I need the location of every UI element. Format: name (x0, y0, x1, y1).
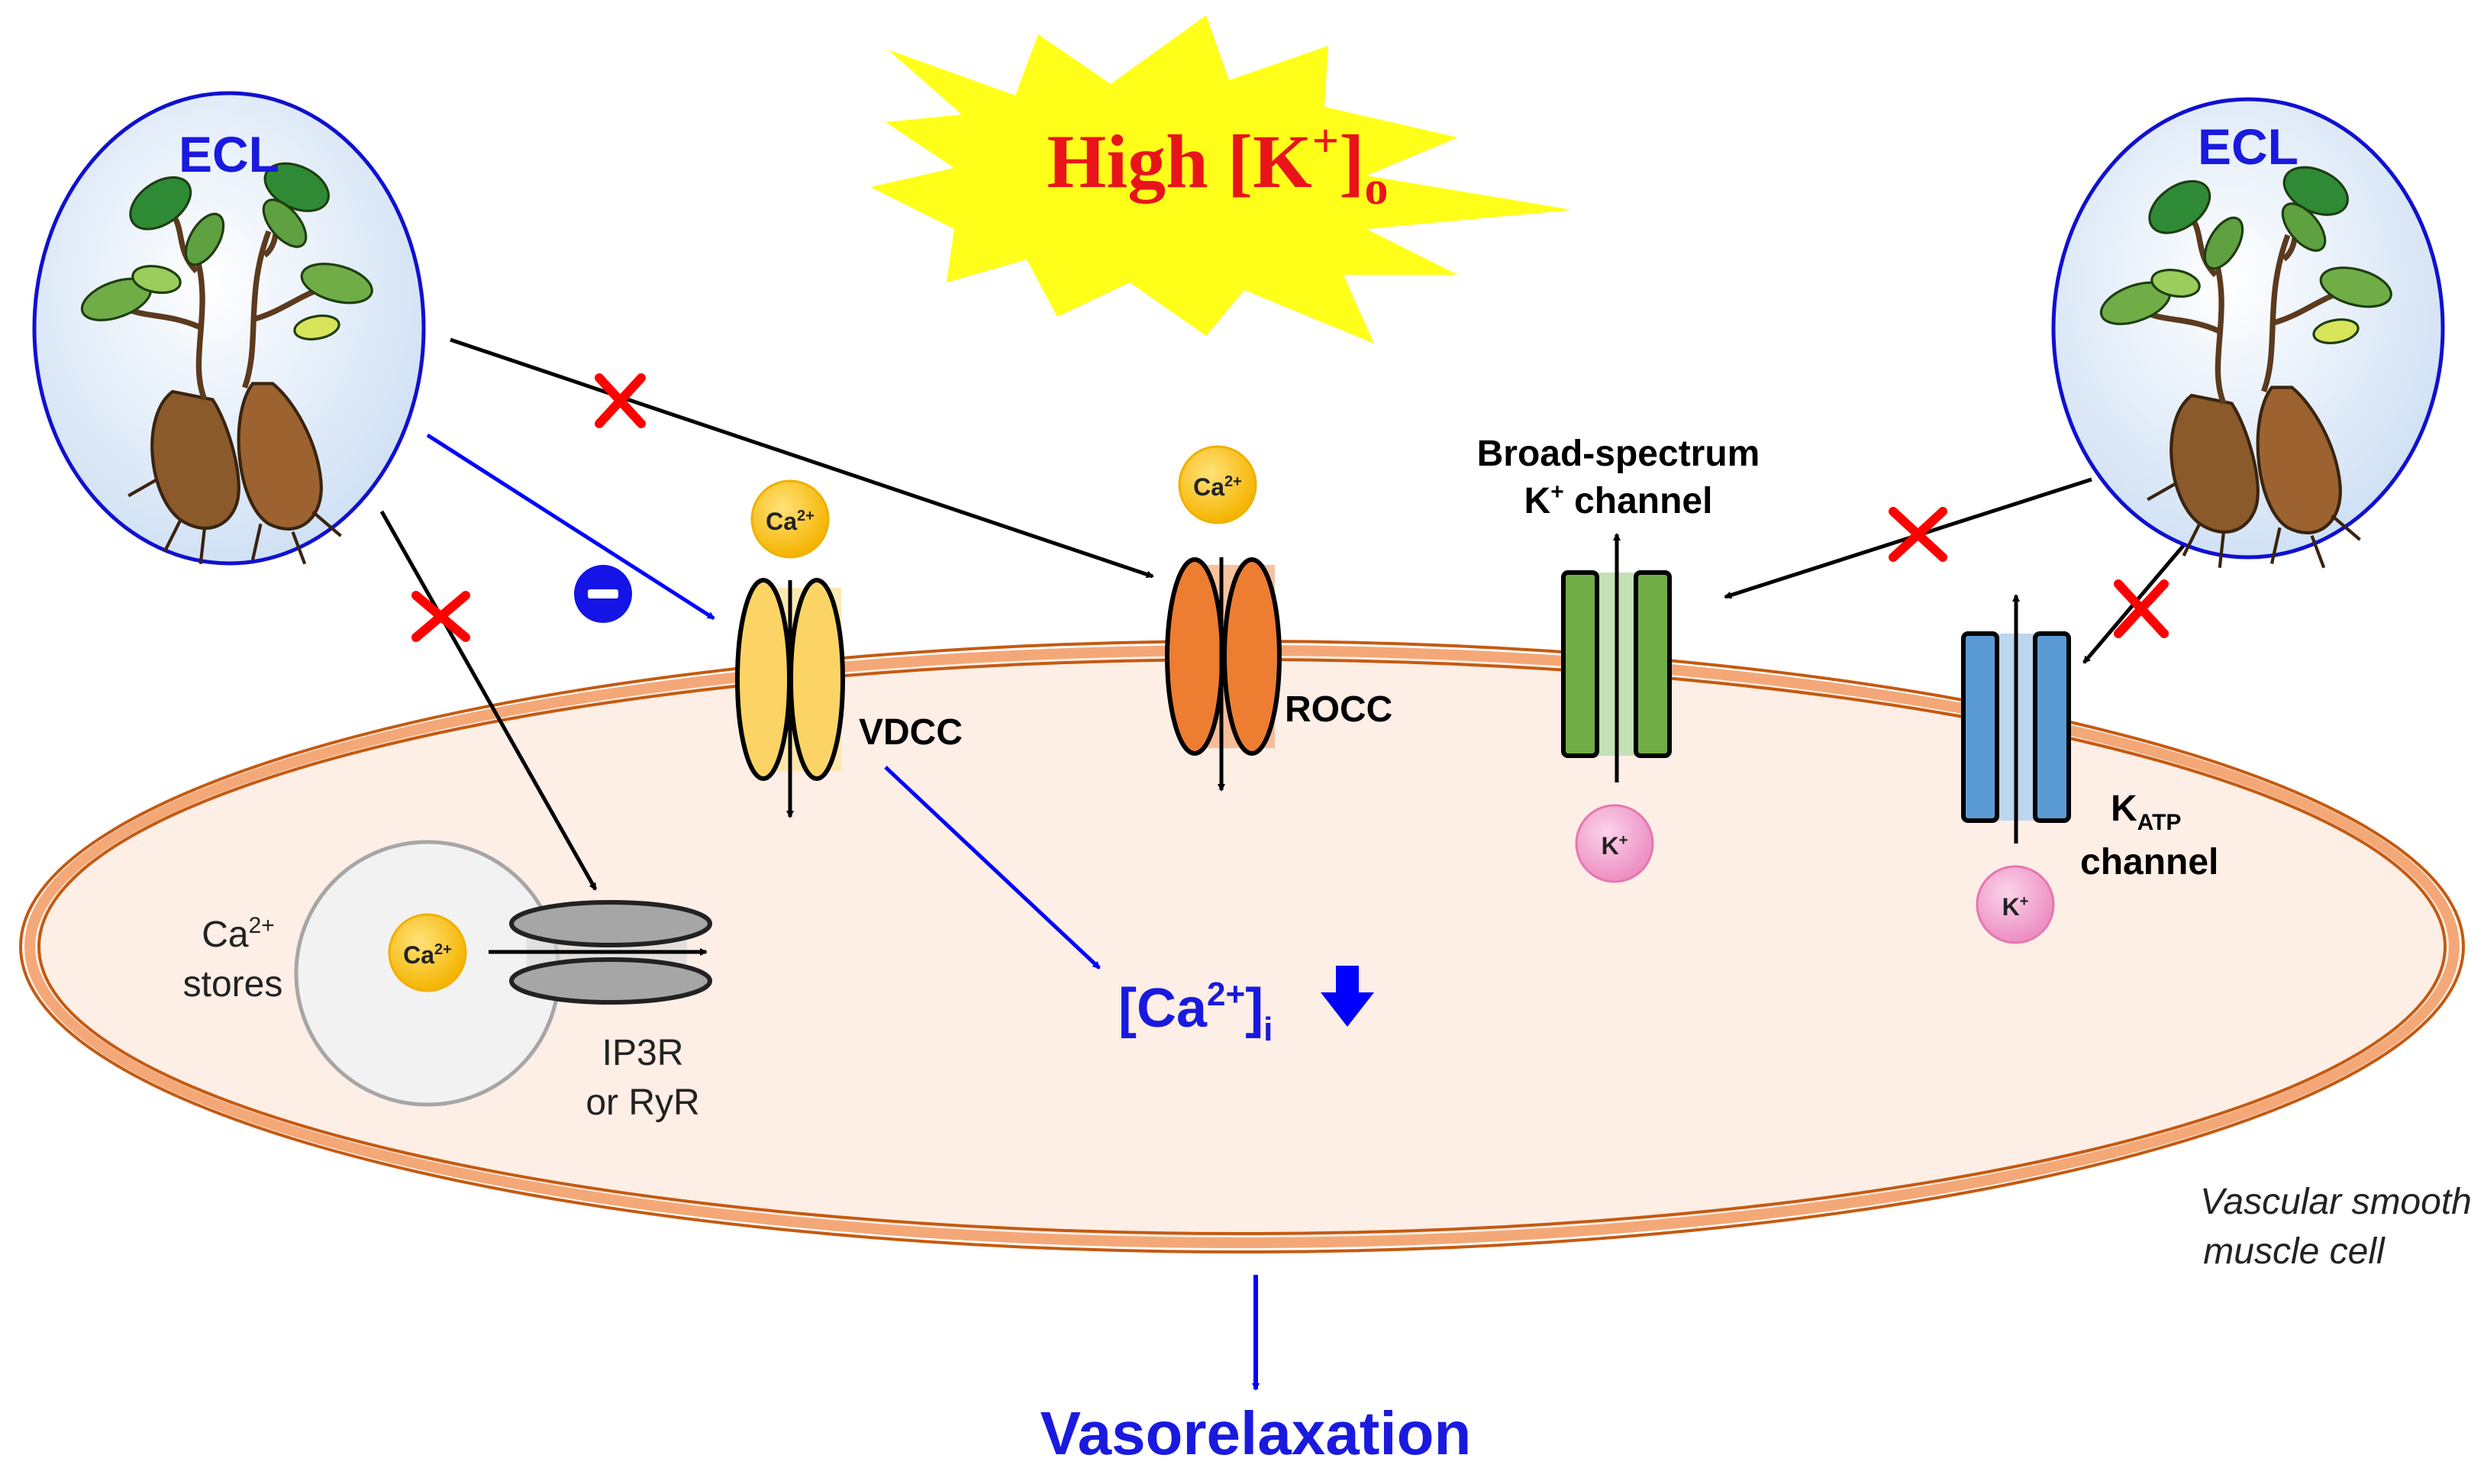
high-k-burst: High [K+]o (870, 15, 1573, 344)
vdcc-label: VDCC (859, 712, 963, 753)
svg-text:Ca2+: Ca2+ (766, 508, 815, 535)
broad-k-label: Broad-spectrum (1477, 434, 1760, 474)
svg-text:Ca2+: Ca2+ (1193, 473, 1242, 501)
down-arrow-icon (1321, 966, 1374, 1027)
svg-text:K+: K+ (2002, 893, 2029, 921)
k-ion-katp: K+ (1976, 865, 2055, 944)
arrow-ecl-to-vdcc (426, 433, 715, 621)
intracellular-calcium-label: [Ca2+]i (1118, 976, 1273, 1048)
svg-text:K+: K+ (1602, 832, 1628, 860)
ecl-left: ECL (32, 91, 426, 564)
broad-k-label-line2: K+ channel (1524, 479, 1713, 521)
k-ion-broad: K+ (1575, 804, 1654, 883)
ca-ion-vdcc: Ca2+ (750, 479, 830, 559)
arrow-vdcc-to-cai (884, 766, 1101, 969)
broad-spectrum-k-channel: Broad-spectrum K+ channel (1477, 434, 1760, 782)
receptor-label: IP3R (602, 1033, 684, 1073)
vdcc-channel: VDCC (735, 578, 963, 818)
katp-label-line2: channel (2080, 842, 2218, 882)
intracellular-calcium: [Ca2+]i (1118, 966, 1374, 1048)
svg-text:Ca2+: Ca2+ (403, 941, 452, 969)
katp-label: KATP (2111, 789, 2181, 835)
cell-label: Vascular smooth (2200, 1182, 2472, 1222)
receptor-label-line2: or RyR (586, 1082, 699, 1123)
rocc-channel: ROCC (1165, 557, 1392, 792)
ecl-right: ECL (2051, 97, 2445, 568)
ca-ion-rocc: Ca2+ (1178, 445, 1257, 524)
katp-channel: KATP channel (1961, 594, 2218, 882)
ca-ion-store: Ca2+ (388, 913, 467, 992)
arrow-ecl-to-receptor (379, 510, 598, 891)
minus-icon (574, 565, 632, 623)
inhibit-cross-katp (2114, 579, 2169, 638)
cell-label-line2: muscle cell (2203, 1231, 2386, 1272)
stores-label-line2: stores (183, 964, 283, 1005)
ip3r-ryr-receptor: IP3R or RyR (489, 900, 712, 1123)
inhibit-cross-broad-k (1889, 507, 1947, 562)
ecl-left-label: ECL (179, 126, 279, 182)
headline-text: High [K+]o (1047, 115, 1389, 215)
rocc-label: ROCC (1285, 689, 1392, 730)
stores-label: Ca2+ (202, 913, 275, 955)
ecl-right-label: ECL (2198, 118, 2299, 175)
inhibit-cross-rocc (595, 373, 646, 428)
arrow-ecl-to-rocc (450, 337, 1154, 579)
inhibit-cross-receptor (411, 591, 470, 642)
outcome-label: Vasorelaxation (1040, 1399, 1472, 1467)
